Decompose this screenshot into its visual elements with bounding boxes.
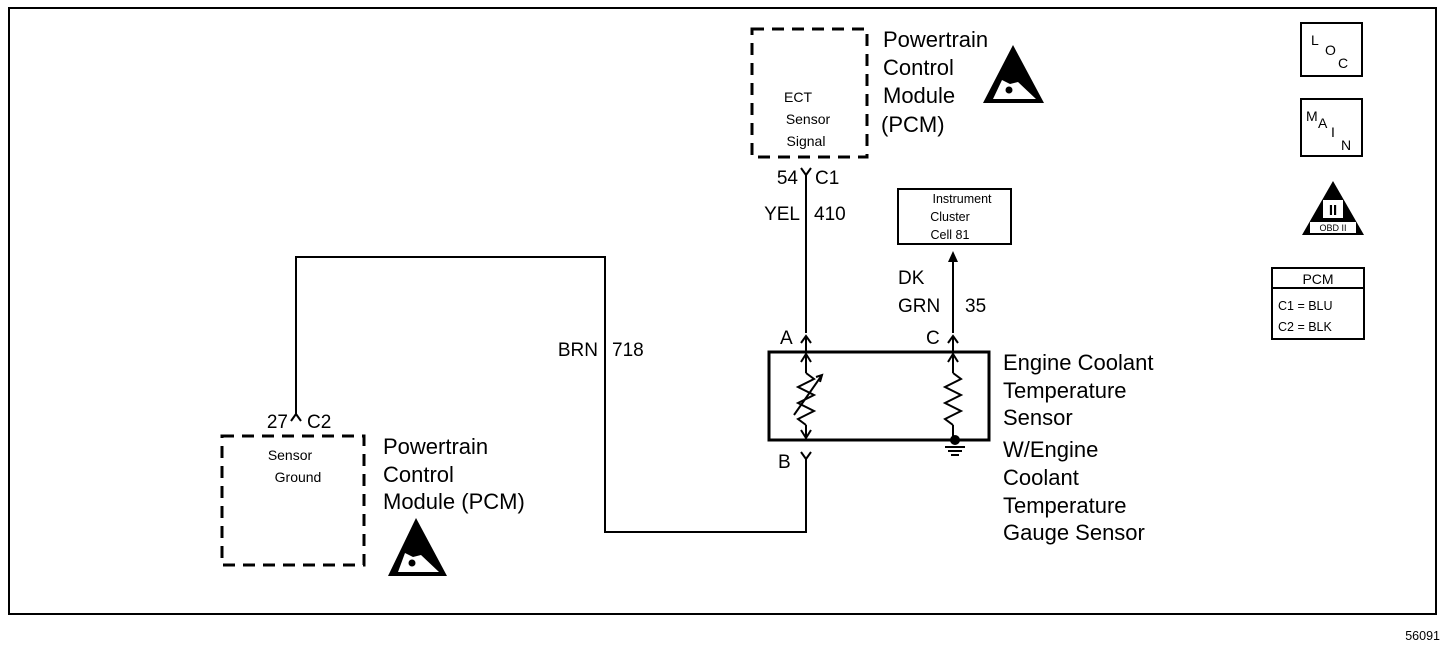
svg-text:C: C [1338, 55, 1348, 71]
pin-c-connector-symbol [947, 334, 959, 352]
pcm-top-box-line-1: ECT [784, 89, 812, 105]
cluster-arrow [948, 251, 958, 262]
sensor-title-line-3: Sensor [1003, 405, 1073, 430]
pcm-top-dashed-box [750, 27, 869, 159]
pcm-bottom-box-line-2: Ground [275, 469, 322, 485]
pcm-table-title: PCM [1302, 271, 1333, 287]
sensor-title-line-1: Engine Coolant [1003, 350, 1153, 375]
pcm-bottom-connector: C2 [307, 412, 331, 433]
pcm-bottom-title-line-2: Control [383, 462, 454, 487]
gauge-wire-color-1: DK [898, 268, 925, 289]
svg-text:O: O [1325, 42, 1336, 58]
sensor-title-line-4: W/Engine [1003, 437, 1098, 462]
sensor-title-line-6: Temperature [1003, 493, 1127, 518]
cluster-line-3: Cell 81 [931, 228, 970, 242]
pcm-table-row-1: C1 = BLU [1278, 299, 1333, 313]
pcm-bottom-dashed-box [220, 434, 366, 567]
gauge-wire-circuit: 35 [965, 296, 986, 317]
pcm-table-row-2: C2 = BLK [1278, 320, 1333, 334]
pin-b-connector-symbol [800, 451, 812, 472]
esd-warning-icon [388, 518, 447, 576]
sensor-title-line-5: Coolant [1003, 465, 1079, 490]
fixed-resistor-symbol [942, 352, 964, 440]
svg-text:N: N [1341, 137, 1351, 153]
variable-resistor-symbol [793, 352, 824, 440]
pin-a-connector-symbol [800, 334, 812, 352]
pcm-top-title-line-3: Module [883, 83, 955, 108]
obd-ii-icon: II OBD II [1302, 181, 1364, 235]
signal-wire-color: YEL [764, 204, 800, 225]
signal-wire-circuit: 410 [814, 204, 846, 225]
pcm-bottom-title-line-1: Powertrain [383, 434, 488, 459]
pcm-top-box-line-2: Sensor [786, 111, 831, 127]
esd-warning-icon [983, 45, 1044, 103]
pcm-connector-table: PCM C1 = BLU C2 = BLK [1271, 267, 1365, 340]
pcm-top-title-line-4: (PCM) [881, 112, 945, 137]
sensor-title-line-2: Temperature [1003, 378, 1127, 403]
svg-text:A: A [1318, 115, 1328, 131]
ground-wire-circuit: 718 [612, 340, 644, 361]
loc-icon: L O C [1300, 22, 1363, 77]
pcm-bottom-title-line-3: Module (PCM) [383, 489, 525, 514]
pcm-bottom-box-line-1: Sensor [268, 447, 313, 463]
sensor-pin-a: A [780, 328, 793, 349]
pcm-top-title-line-2: Control [883, 55, 954, 80]
svg-text:II: II [1329, 202, 1337, 219]
svg-text:OBD II: OBD II [1319, 223, 1346, 233]
cluster-line-1: Instrument [932, 192, 992, 206]
svg-text:I: I [1331, 124, 1335, 140]
gauge-wire-color-2: GRN [898, 296, 940, 317]
pcm-top-box-line-3: Signal [787, 133, 826, 149]
ground-symbol [945, 435, 965, 456]
svg-text:L: L [1311, 32, 1319, 48]
cluster-line-2: Cluster [930, 210, 970, 224]
main-icon: M A I N [1300, 98, 1363, 157]
diagram-frame [8, 7, 1437, 615]
pcm-bottom-connector-symbol [290, 408, 302, 422]
figure-number: 56091 [1405, 629, 1440, 643]
pcm-bottom-pin: 27 [267, 412, 288, 433]
pcm-top-title-line-1: Powertrain [883, 27, 988, 52]
sensor-pin-b: B [778, 452, 791, 473]
instrument-cluster-box [897, 188, 1012, 245]
sensor-pin-c: C [926, 328, 940, 349]
ect-sensor-box [767, 350, 991, 442]
ground-wire [295, 256, 807, 533]
svg-text:M: M [1306, 108, 1318, 124]
pcm-top-connector: C1 [815, 168, 839, 189]
pcm-top-connector-symbol [800, 167, 812, 187]
sensor-title-line-7: Gauge Sensor [1003, 520, 1145, 545]
ground-wire-color: BRN [558, 340, 598, 361]
pcm-top-pin: 54 [777, 168, 799, 189]
